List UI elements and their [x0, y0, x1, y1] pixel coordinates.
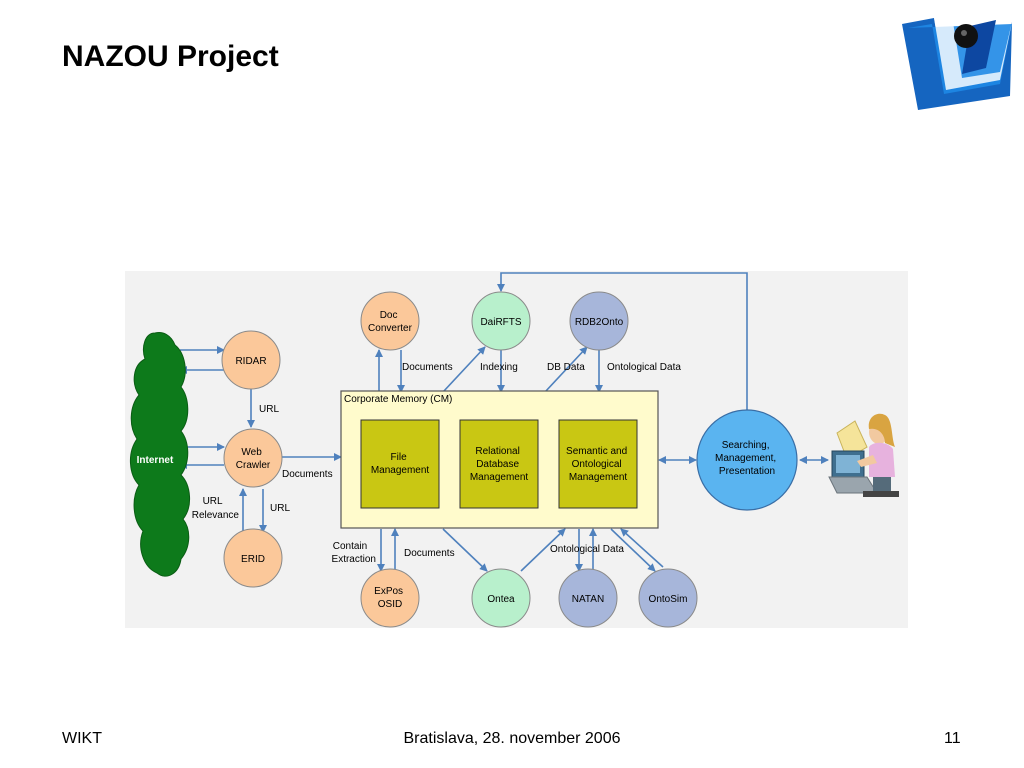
footer-left: WIKT [62, 730, 102, 747]
searching-line-3: Presentation [719, 466, 775, 477]
svg-text:URL Relevance: URL Relevance [192, 496, 240, 521]
svg-text:Contain Extraction: Contain Extraction [332, 541, 376, 565]
web-crawler-line-1: Web [241, 447, 262, 458]
node-web-crawler: Web Crawler [223, 428, 283, 488]
sem-line-2: Ontological [572, 459, 622, 470]
node-doc-converter: Doc Converter [360, 291, 420, 351]
module-relational-database: Relational Database Management [459, 419, 539, 509]
nazou-architecture-diagram: Internet RIDAR Web Crawler ERID Doc Conv… [125, 271, 908, 628]
label-url-relevance-2: Relevance [192, 510, 240, 521]
web-crawler-line-2: Crawler [236, 460, 271, 471]
ontosim-label: OntoSim [649, 594, 688, 605]
label-url-erid: URL [270, 503, 290, 514]
label-extraction: Extraction [332, 554, 376, 565]
module-file-management: File Management [360, 419, 440, 509]
node-ontea: Ontea [471, 568, 531, 628]
label-url-top: URL [259, 404, 279, 415]
svg-text:Doc Converter: Doc Converter [368, 310, 413, 334]
sem-line-1: Semantic and [566, 446, 627, 457]
corporate-memory: Corporate Memory (CM) File Management Re… [340, 390, 659, 529]
arrow-searching-to-dairfts [497, 272, 748, 411]
rdb-line-2: Database [476, 459, 519, 470]
expos-line-1: ExPos [374, 586, 403, 597]
svg-text:Semantic and Ontologic: Semantic and Ontological Management [566, 446, 630, 483]
node-expos-osid: ExPos OSID [360, 568, 420, 628]
label-ontological-data-bottom: Ontological Data [550, 544, 624, 555]
wikt-logo [902, 16, 1012, 110]
file-mgmt-line-1: File [391, 452, 408, 463]
searching-line-2: Management, [715, 453, 776, 464]
doc-converter-line-2: Converter [368, 323, 413, 334]
label-documents-top: Documents [402, 362, 453, 373]
label-ontological-data-top: Ontological Data [607, 362, 681, 373]
svg-text:File Management: File Management [371, 452, 430, 476]
node-natan: NATAN [558, 568, 618, 628]
dairfts-label: DaiRFTS [480, 317, 521, 328]
doc-converter-line-1: Doc [380, 310, 398, 321]
label-url-relevance-1: URL [203, 496, 223, 507]
sem-line-3: Management [569, 472, 628, 483]
slide-title: NAZOU Project [62, 40, 279, 73]
ontea-label: Ontea [487, 594, 515, 605]
ridar-label: RIDAR [235, 356, 266, 367]
label-documents-crawler: Documents [282, 469, 333, 480]
rdb2onto-label: RDB2Onto [575, 317, 624, 328]
svg-text:ExPos OSID: ExPos OSID [374, 586, 406, 610]
file-mgmt-line-2: Management [371, 465, 430, 476]
label-contain: Contain [333, 541, 367, 552]
label-db-data: DB Data [547, 362, 585, 373]
node-ontosim: OntoSim [638, 568, 698, 628]
node-searching: Searching, Management, Presentation [696, 409, 798, 511]
arrow-cm-to-rdb2onto [544, 346, 588, 393]
svg-text:Web Crawler: Web Crawler [236, 447, 271, 471]
erid-label: ERID [241, 554, 265, 565]
svg-text:Relational Database: Relational Database Management [470, 446, 529, 483]
node-rdb2onto: RDB2Onto [569, 291, 629, 351]
expos-line-2: OSID [378, 599, 402, 610]
rdb-line-1: Relational [475, 446, 519, 457]
label-indexing: Indexing [480, 362, 518, 373]
footer-center: Bratislava, 28. november 2006 [403, 730, 621, 747]
rdb-line-3: Management [470, 472, 529, 483]
natan-label: NATAN [572, 594, 604, 605]
svg-text:Searching, Management,: Searching, Management, Presentation [715, 440, 779, 477]
user-computer-icon [828, 413, 899, 497]
module-semantic-ontological: Semantic and Ontological Management [558, 419, 638, 509]
node-ridar: RIDAR [221, 330, 281, 390]
arrow-cm-to-ontea [442, 528, 488, 572]
label-documents-bottom: Documents [404, 548, 455, 559]
searching-line-1: Searching, [722, 440, 770, 451]
edge-labels: URL Documents URL Relevance URL Document… [192, 362, 682, 565]
connectors [179, 272, 829, 572]
node-erid: ERID [223, 528, 283, 588]
corporate-memory-label: Corporate Memory (CM) [344, 394, 452, 405]
arrow-ontea-to-cm [520, 528, 566, 572]
page-number: 11 [944, 730, 961, 747]
arrow-ontosim-to-cm [620, 528, 664, 568]
node-dairfts: DaiRFTS [471, 291, 531, 351]
arrow-cm-to-ontosim [610, 528, 656, 572]
internet-cloud: Internet [130, 332, 190, 577]
arrow-cm-to-dairfts [442, 346, 486, 393]
internet-label: Internet [137, 455, 174, 466]
